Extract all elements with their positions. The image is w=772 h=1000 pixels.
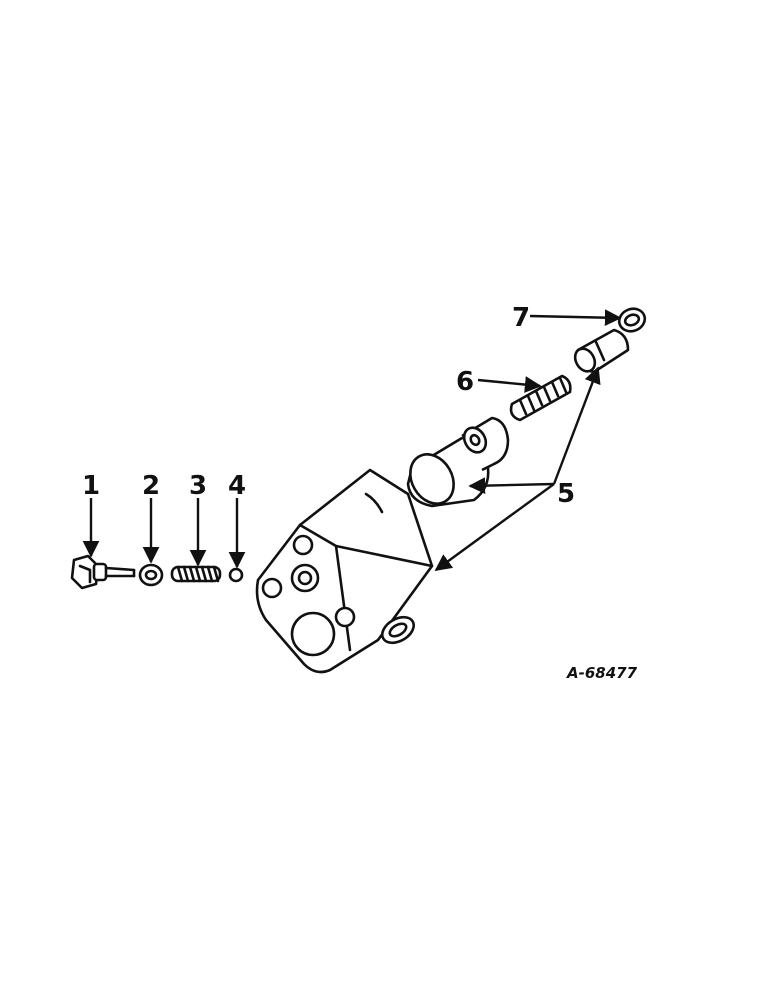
callout-4: 4 (228, 471, 246, 501)
callout-7: 7 (512, 303, 530, 333)
leader-7 (529, 309, 622, 327)
part-3-spring (170, 565, 222, 583)
figure-reference: A-68477 (566, 664, 638, 682)
callout-6: 6 (456, 367, 474, 397)
leader-lines (82, 309, 622, 571)
part-5-spool (406, 416, 510, 508)
part-4-ball (228, 567, 244, 583)
leader-5a (468, 477, 555, 495)
part-7-o-ring (617, 307, 647, 333)
callout-3: 3 (189, 471, 207, 501)
callout-5: 5 (557, 479, 575, 509)
valve-housing (255, 468, 434, 674)
part-1-fitting (70, 554, 136, 590)
part-5-sleeve (573, 328, 630, 374)
leader-5b (552, 366, 601, 485)
part-6-spring (509, 374, 572, 422)
callout-1: 1 (82, 471, 100, 501)
leader-6 (477, 376, 542, 393)
part-2-washer (138, 563, 164, 587)
callout-2: 2 (142, 471, 160, 501)
leader-5c (434, 483, 555, 571)
